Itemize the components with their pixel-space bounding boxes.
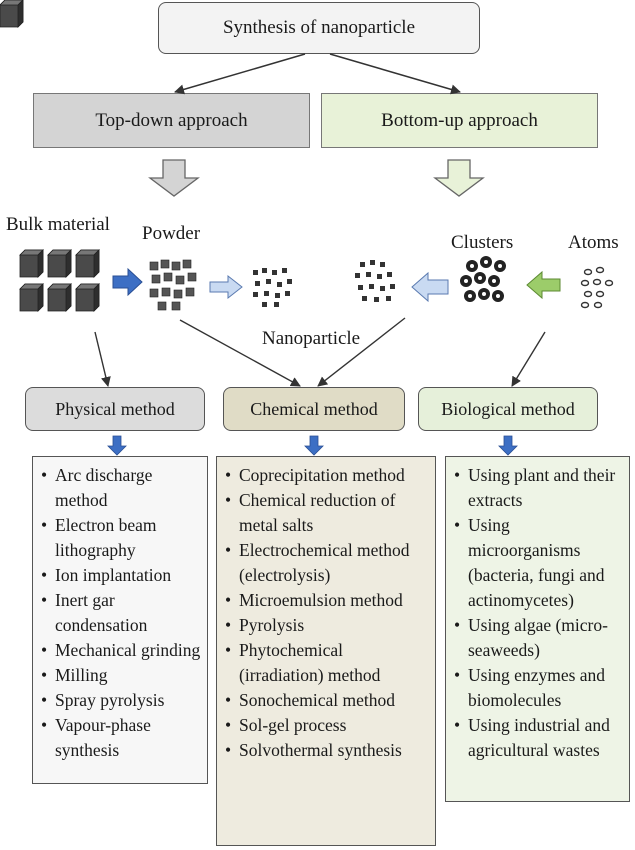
- bottomup-down-arrow-icon: [433, 159, 485, 197]
- arrow-title-to-topdown: [174, 53, 306, 95]
- arrow-to-physical: [94, 331, 111, 387]
- powder-label: Powder: [142, 223, 201, 244]
- physical-method-box: Physical method: [25, 387, 205, 431]
- list-item: Microemulsion method: [225, 588, 429, 613]
- top-down-approach-box: Top-down approach: [33, 93, 310, 148]
- bulk-material-cubes-icon: [0, 0, 100, 312]
- diagram-title: Synthesis of nanoparticle: [222, 17, 416, 38]
- list-item: Electrochemical method (electrolysis): [225, 538, 429, 588]
- list-item: Using algae (micro-seaweeds): [454, 613, 623, 663]
- list-item: Using microorganisms (bacteria, fungi an…: [454, 513, 623, 613]
- list-item: Using industrial and agricultural wastes: [454, 713, 623, 763]
- chemical-method-list: Coprecipitation method Chemical reductio…: [216, 456, 436, 846]
- arrow-clusters-to-chemical: [317, 317, 406, 387]
- clusters-label: Clusters: [451, 232, 514, 253]
- clusters-icon: [460, 256, 506, 302]
- list-item: Chemical reduction of metal salts: [225, 488, 429, 538]
- nanoparticles-right-icon: [355, 260, 395, 302]
- topdown-down-arrow-icon: [148, 159, 200, 197]
- atoms-icon: [580, 266, 614, 309]
- arrow-title-to-bottomup: [329, 53, 461, 95]
- list-item: Sol-gel process: [225, 713, 429, 738]
- title-box: Synthesis of nanoparticle: [158, 2, 480, 54]
- top-down-label: Top-down approach: [95, 109, 248, 131]
- list-item: Arc discharge method: [41, 463, 201, 513]
- atoms-to-clusters-arrow-icon: [526, 270, 561, 300]
- powder-cubes-icon: [149, 259, 197, 311]
- list-item: Mechanical grinding: [41, 638, 201, 663]
- list-item: Sonochemical method: [225, 688, 429, 713]
- bottom-up-approach-box: Bottom-up approach: [321, 93, 598, 148]
- physical-down-arrow-icon: [107, 435, 127, 456]
- list-item: Using plant and their extracts: [454, 463, 623, 513]
- bottom-up-label: Bottom-up approach: [381, 109, 538, 131]
- list-item: Milling: [41, 663, 201, 688]
- list-item: Inert gar condensation: [41, 588, 201, 638]
- nanoparticles-left-icon: [253, 268, 292, 307]
- list-item: Pyrolysis: [225, 613, 429, 638]
- bulk-material-label: Bulk material: [6, 214, 110, 235]
- list-item: Ion implantation: [41, 563, 201, 588]
- atoms-label: Atoms: [568, 232, 619, 253]
- list-item: Using enzymes and biomolecules: [454, 663, 623, 713]
- biological-method-label: Biological method: [441, 398, 575, 419]
- biological-down-arrow-icon: [498, 435, 518, 456]
- chemical-method-label: Chemical method: [250, 398, 378, 419]
- chemical-down-arrow-icon: [304, 435, 324, 456]
- biological-method-box: Biological method: [418, 387, 598, 431]
- physical-method-label: Physical method: [55, 398, 175, 419]
- list-item: Electron beam lithography: [41, 513, 201, 563]
- list-item: Phytochemical (irradiation) method: [225, 638, 429, 688]
- biological-method-list: Using plant and their extracts Using mic…: [445, 456, 630, 802]
- list-item: Solvothermal synthesis: [225, 738, 429, 763]
- list-item: Spray pyrolysis: [41, 688, 201, 713]
- list-item: Vapour-phase synthesis: [41, 713, 201, 763]
- list-item: Coprecipitation method: [225, 463, 429, 488]
- arrow-to-biological: [511, 331, 546, 387]
- powder-to-nano-arrow-icon: [209, 274, 243, 300]
- bulk-to-powder-arrow-icon: [112, 267, 143, 297]
- arrow-powder-to-chemical: [179, 319, 301, 387]
- nanoparticle-label: Nanoparticle: [262, 328, 361, 349]
- clusters-to-nano-arrow-icon: [411, 271, 449, 303]
- physical-method-list: Arc discharge method Electron beam litho…: [32, 456, 208, 784]
- chemical-method-box: Chemical method: [223, 387, 405, 431]
